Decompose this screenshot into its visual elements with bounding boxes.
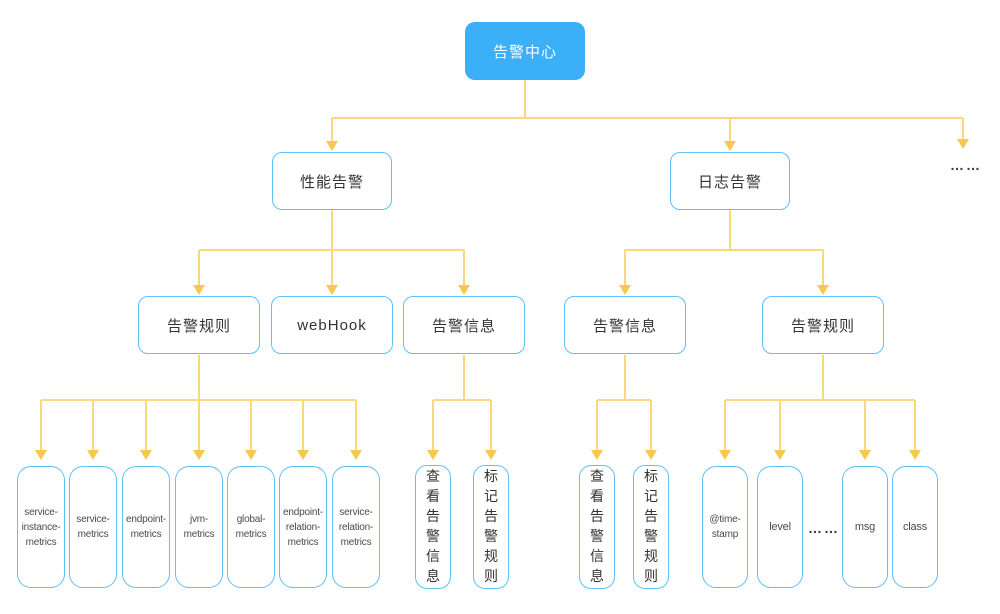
node-alert-center: 告警中心 [465,22,585,80]
node-class-field: class [892,466,938,588]
node-mark-alert-rules-performance: 标记告警规则 [473,465,509,589]
ellipsis-fields: …… [808,520,840,536]
node-service-instance-metrics: service-instance-metrics [17,466,65,588]
node-alert-info-performance: 告警信息 [403,296,525,354]
node-view-alert-info-log: 查看告警信息 [579,465,615,589]
node-log-alert: 日志告警 [670,152,790,210]
node-endpoint-metrics: endpoint-metrics [122,466,170,588]
node-service-metrics: service-metrics [69,466,117,588]
node-timestamp-field: @time-stamp [702,466,748,588]
tree-edges [40,80,964,450]
node-global-metrics: global-metrics [227,466,275,588]
node-alert-info-log: 告警信息 [564,296,686,354]
ellipsis-more-branches: …… [950,157,982,173]
node-mark-alert-rules-log: 标记告警规则 [633,465,669,589]
node-view-alert-info-performance: 查看告警信息 [415,465,451,589]
node-alert-rules-performance: 告警规则 [138,296,260,354]
node-performance-alert: 性能告警 [272,152,392,210]
node-level-field: level [757,466,803,588]
node-msg-field: msg [842,466,888,588]
node-endpoint-relation-metrics: endpoint-relation-metrics [279,466,327,588]
node-service-relation-metrics: service-relation-metrics [332,466,380,588]
node-alert-rules-log: 告警规则 [762,296,884,354]
node-webhook: webHook [271,296,393,354]
node-jvm-metrics: jvm-metrics [175,466,223,588]
